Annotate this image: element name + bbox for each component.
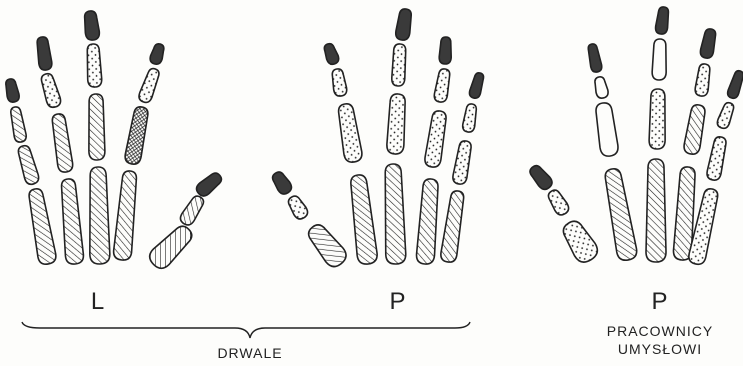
office-thumb-bone-0 (558, 217, 601, 266)
office-little-bone-3 (726, 69, 743, 99)
right-index-bone-2 (330, 68, 347, 97)
office-middle-bone-2 (652, 39, 667, 80)
right-middle-bone-2 (391, 44, 406, 87)
right-index-bone-1 (336, 103, 363, 164)
office-ring-bone-2 (694, 63, 711, 97)
office-middle-bone-0 (646, 159, 666, 262)
left-thumb-bone-1 (178, 193, 206, 227)
left-middle-bone-3 (83, 10, 100, 41)
office-thumb-bone-2 (527, 163, 555, 192)
left-ring-bone-1 (50, 113, 73, 173)
office-little-bone-1 (706, 136, 728, 182)
office-index-bone-2 (593, 76, 609, 100)
label-right-hand-office: P (645, 288, 675, 316)
right-ring-bone-0 (416, 178, 440, 264)
left-ring-bone-2 (39, 72, 62, 109)
right-little-bone-0 (440, 190, 466, 263)
left-index-bone-0 (113, 170, 139, 261)
office-little-bone-2 (716, 101, 736, 130)
right-middle-bone-0 (383, 164, 406, 265)
left-thumb-bone-0 (146, 222, 197, 273)
left-thumb-bone-2 (194, 170, 224, 199)
label-group-woodcutters: DRWALE (200, 344, 300, 362)
right-thumb-bone-1 (286, 193, 311, 221)
right-index-bone-3 (322, 42, 340, 66)
right-thumb-bone-2 (270, 169, 294, 196)
left-little-bone-1 (16, 144, 40, 186)
left-ring-bone-0 (59, 178, 84, 265)
office-index-bone-3 (586, 43, 602, 73)
left-index-bone-1 (124, 106, 150, 166)
left-middle-bone-2 (86, 44, 102, 88)
left-index-bone-3 (149, 42, 166, 65)
label-left-hand: L (83, 288, 113, 316)
right-ring-bone-2 (433, 68, 451, 103)
left-index-bone-2 (137, 67, 161, 104)
left-ring-bone-3 (35, 36, 52, 71)
right-index-bone-0 (348, 174, 378, 265)
office-middle-bone-3 (655, 6, 670, 34)
right-little-bone-3 (468, 72, 485, 100)
office-index-bone-0 (602, 167, 638, 262)
label-group-office-line1: PRACOWNICY (580, 322, 740, 340)
office-ring-bone-3 (699, 28, 717, 59)
right-little-bone-2 (462, 103, 478, 133)
office-index-bone-1 (594, 102, 619, 157)
left-little-bone-3 (4, 78, 20, 103)
left-middle-bone-1 (88, 94, 105, 160)
right-ring-bone-1 (424, 110, 448, 168)
label-right-hand-woodcutters: P (383, 288, 413, 316)
right-ring-bone-3 (439, 37, 452, 64)
right-middle-bone-3 (395, 8, 413, 41)
left-little-bone-2 (9, 106, 27, 143)
left-little-bone-0 (26, 187, 57, 265)
office-ring-bone-1 (683, 104, 707, 156)
group-bracket (22, 322, 470, 338)
right-thumb-bone-0 (304, 220, 350, 270)
right-middle-bone-1 (386, 94, 406, 155)
office-middle-bone-1 (649, 89, 666, 149)
label-group-office-line2: UMYSŁOWI (580, 340, 740, 358)
right-little-bone-1 (452, 140, 473, 185)
left-middle-bone-0 (88, 167, 110, 264)
office-thumb-bone-1 (545, 188, 571, 218)
